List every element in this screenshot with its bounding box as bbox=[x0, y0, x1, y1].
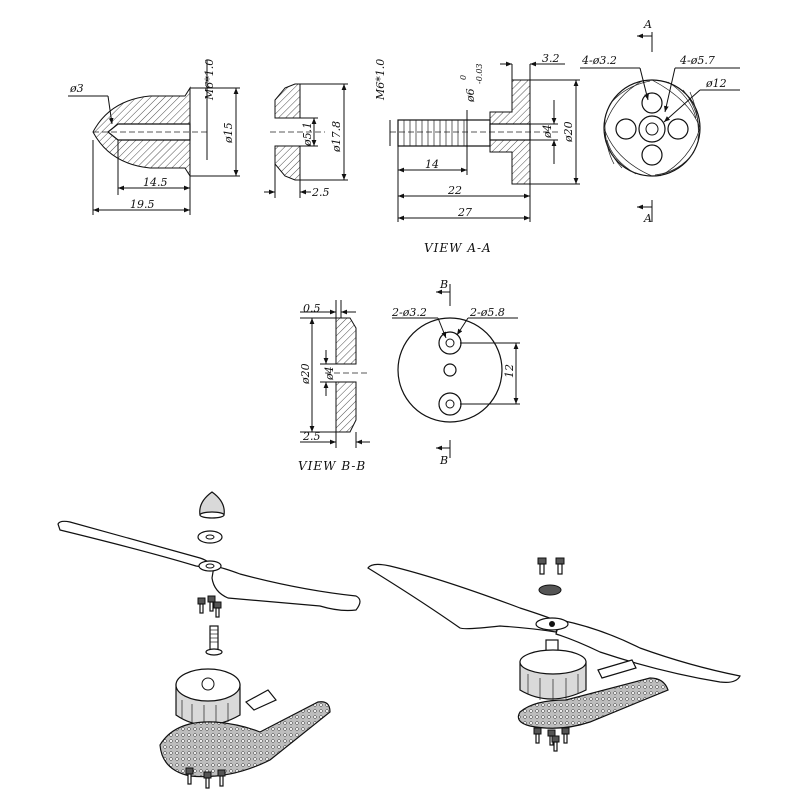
face-4-d5-7-label: 4-ø5.7 bbox=[679, 54, 715, 67]
face-hole-left bbox=[615, 118, 637, 140]
spinner-14-5-label: 14.5 bbox=[143, 176, 168, 189]
adapter-14-label: 14 bbox=[425, 158, 439, 171]
adapter-d4-label: ø4 bbox=[541, 124, 554, 139]
mount-disc-view: B B 2-ø3.2 2-ø5.8 12 bbox=[391, 278, 520, 467]
disc-2-d3-2-label: 2-ø3.2 bbox=[391, 306, 427, 319]
plate-lower bbox=[335, 381, 357, 433]
spinner-d3-label: ø3 bbox=[69, 82, 84, 95]
spinner-thread-label: M6*1.0 bbox=[203, 59, 216, 101]
disc-2-d5-8-label: 2-ø5.8 bbox=[469, 306, 505, 319]
washer-lower bbox=[274, 145, 301, 181]
view-a-title: VIEW A-A bbox=[424, 241, 492, 255]
spinner-19-5-label: 19.5 bbox=[130, 198, 155, 211]
adapter-d20-label: ø20 bbox=[562, 121, 575, 143]
washer-upper bbox=[274, 83, 301, 119]
plate-0-5-label: 0.5 bbox=[303, 302, 321, 315]
face-d12-label: ø12 bbox=[705, 77, 727, 90]
view-b-title: VIEW B-B bbox=[298, 459, 366, 473]
right-bottom-screws bbox=[533, 727, 570, 752]
left-propeller-blade-b bbox=[211, 565, 361, 612]
face-hole-right bbox=[667, 118, 689, 140]
adapter-threaded-shaft bbox=[397, 119, 491, 147]
adapter-face-view: A A 4-ø3.2 4-ø5.7 ø12 bbox=[580, 18, 740, 225]
adapter-tol-upper: 0 bbox=[459, 75, 468, 80]
washer-2-5-label: 2.5 bbox=[311, 186, 330, 199]
plate-d20-label: ø20 bbox=[299, 363, 312, 385]
right-motor-top bbox=[519, 649, 587, 675]
right-propeller-blade-a bbox=[367, 563, 561, 633]
spinner-section-drawing: ø3 M6*1.0 ø15 14.5 19.5 bbox=[68, 59, 240, 215]
adapter-27-label: 27 bbox=[457, 206, 472, 219]
adapter-d6-label: ø6 bbox=[464, 88, 477, 103]
face-hole-top bbox=[641, 92, 663, 114]
section-a-bottom: A bbox=[643, 212, 652, 225]
disc-12-label: 12 bbox=[503, 364, 516, 378]
left-upper-screws bbox=[197, 595, 222, 618]
right-carbon-arm bbox=[517, 677, 669, 729]
washer-d5-1-label: ø5.1 bbox=[301, 122, 314, 147]
right-propeller-blade-b bbox=[555, 619, 741, 683]
left-exploded-assembly bbox=[57, 491, 361, 789]
section-b-bottom: B bbox=[439, 454, 448, 467]
adapter-thread-label: M6*1.0 bbox=[374, 59, 387, 101]
left-propeller-blade-a bbox=[57, 520, 211, 569]
right-washer bbox=[538, 584, 562, 596]
face-hole-bottom bbox=[641, 144, 663, 166]
adapter-3-2-label: 3.2 bbox=[542, 52, 560, 65]
adapter-section-drawing: M6*1.0 ø6 0 -0.03 3.2 ø4 ø20 14 22 27 bbox=[374, 52, 580, 222]
section-a-top: A bbox=[643, 18, 652, 31]
adapter-tol-lower: -0.03 bbox=[475, 63, 484, 84]
left-lower-screws bbox=[185, 767, 226, 789]
plate-section-drawing: 0.5 ø20 ø4 2.5 bbox=[299, 300, 370, 448]
right-top-screws bbox=[537, 557, 565, 575]
face-4-d3-2-label: 4-ø3.2 bbox=[581, 54, 617, 67]
spinner-d15-label: ø15 bbox=[222, 122, 235, 144]
washer-section-drawing: ø5.1 ø17.8 2.5 bbox=[264, 83, 348, 199]
plate-d4-label: ø4 bbox=[323, 366, 336, 381]
face-swirl-pattern bbox=[603, 79, 701, 177]
disc-center-hole bbox=[443, 363, 457, 377]
washer-d17-8-label: ø17.8 bbox=[330, 121, 343, 153]
plate-upper bbox=[335, 317, 357, 365]
section-b-top: B bbox=[439, 278, 448, 291]
right-assembled-view bbox=[367, 557, 741, 752]
plate-2-5-label: 2.5 bbox=[302, 430, 321, 443]
adapter-22-label: 22 bbox=[447, 184, 462, 197]
